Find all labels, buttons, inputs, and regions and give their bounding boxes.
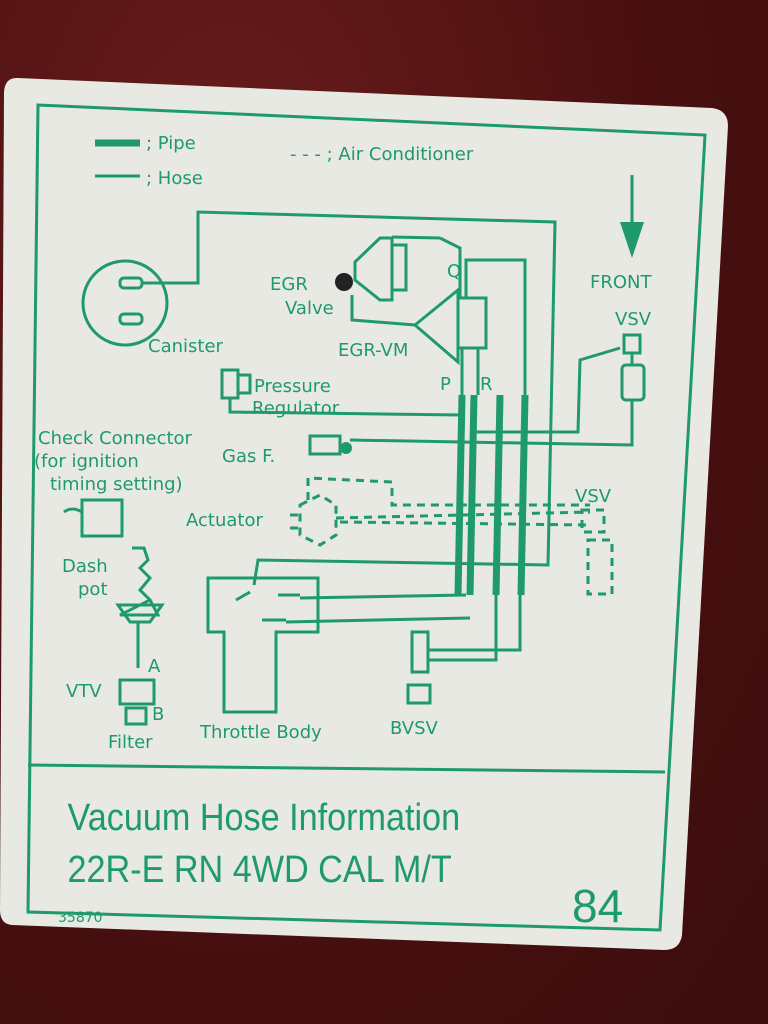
label-paper	[0, 77, 728, 950]
check-connector-label-1: Check Connector	[38, 428, 193, 449]
throttle-body-hose-2	[285, 616, 471, 624]
egr-vm-port-q: Q	[447, 261, 461, 282]
vtv-port-a: A	[148, 656, 161, 677]
bvsv-head	[406, 683, 432, 705]
egr-valve-body	[390, 243, 408, 292]
gas-filter-icon	[308, 434, 342, 456]
vsv-top-hose	[470, 346, 621, 434]
title-line-1: Vacuum Hose Information	[68, 795, 461, 838]
pressure-regulator-label-2: Regulator	[252, 398, 340, 419]
vtv-icon	[118, 678, 156, 706]
vsv-ac-body	[586, 538, 614, 596]
check-connector-label-3: timing setting)	[50, 474, 183, 495]
egr-valve-label-2: Valve	[285, 298, 334, 319]
egr-vm-port-p: P	[440, 374, 451, 395]
bvsv-hose-2	[428, 595, 498, 662]
pipe-3	[492, 394, 504, 596]
throttle-body-ports	[235, 590, 300, 622]
actuator-icon	[298, 493, 338, 547]
throttle-body-hose-1	[299, 593, 467, 600]
title-divider	[27, 763, 666, 774]
front-label: FRONT	[590, 272, 652, 293]
gas-filter-tip	[340, 442, 352, 454]
front-arrow-icon	[620, 222, 644, 258]
egr-vm-label: EGR-VM	[338, 340, 408, 361]
egr-valve-icon	[353, 236, 394, 302]
egr-vm-q-hose	[464, 258, 527, 395]
canister-label: Canister	[148, 336, 224, 357]
gas-filter-hose	[349, 420, 634, 447]
filter-icon	[124, 706, 148, 726]
throttle-body-label: Throttle Body	[199, 722, 322, 743]
egr-vm-body	[456, 296, 488, 350]
pipe-2	[466, 394, 478, 596]
check-connector-icon	[80, 498, 124, 538]
throttle-body-icon	[206, 576, 320, 714]
pressure-regulator-label-1: Pressure	[254, 376, 331, 397]
year-code: 84	[572, 880, 623, 932]
outer-frame	[26, 103, 707, 932]
dash-pot-base	[115, 603, 165, 624]
vtv-label: VTV	[66, 681, 102, 702]
vsv-ac-label: VSV	[575, 486, 612, 507]
vsv-top-label: VSV	[615, 309, 652, 330]
part-code: 35870	[58, 910, 103, 926]
egr-top-hose	[439, 236, 462, 298]
vtv-port-b: B	[152, 704, 164, 725]
canister-port-bottom	[118, 312, 144, 326]
bvsv-icon	[410, 630, 430, 674]
egr-valve-top	[391, 235, 441, 240]
check-connector-wire	[63, 507, 83, 514]
dash-pot-label-2: pot	[78, 579, 108, 600]
title-line-2: 22R-E RN 4WD CAL M/T	[68, 847, 452, 890]
bvsv-hose-1	[428, 595, 522, 652]
pressure-regulator-hose	[228, 398, 463, 417]
bvsv-label: BVSV	[390, 718, 439, 739]
dash-pot-icon	[119, 546, 161, 617]
canister-hose	[142, 210, 557, 586]
vsv-ac-icon	[580, 508, 606, 534]
actuator-label: Actuator	[186, 510, 263, 531]
egr-valve-label-1: EGR	[270, 274, 308, 295]
pipe-4	[517, 394, 529, 596]
check-connector-label-2: (for ignition	[34, 451, 139, 472]
legend-hose: ; Hose	[146, 168, 203, 189]
pipe-1	[454, 394, 466, 596]
actuator-line-1	[290, 513, 300, 530]
canister-icon	[81, 259, 169, 347]
actuator-line-2	[335, 510, 591, 520]
dash-pot-label-1: Dash	[62, 556, 108, 577]
egr-valve-hose	[350, 295, 416, 327]
legend-air-conditioner: - - - ; Air Conditioner	[290, 144, 474, 165]
pressure-regulator-cap	[236, 373, 252, 395]
actuator-line-3	[306, 476, 590, 507]
gas-filter-label: Gas F.	[222, 446, 275, 467]
legend-pipe: ; Pipe	[146, 133, 196, 154]
egr-vm-port-r: R	[480, 374, 493, 395]
egr-valve-port	[335, 273, 353, 291]
filter-label: Filter	[108, 732, 153, 753]
